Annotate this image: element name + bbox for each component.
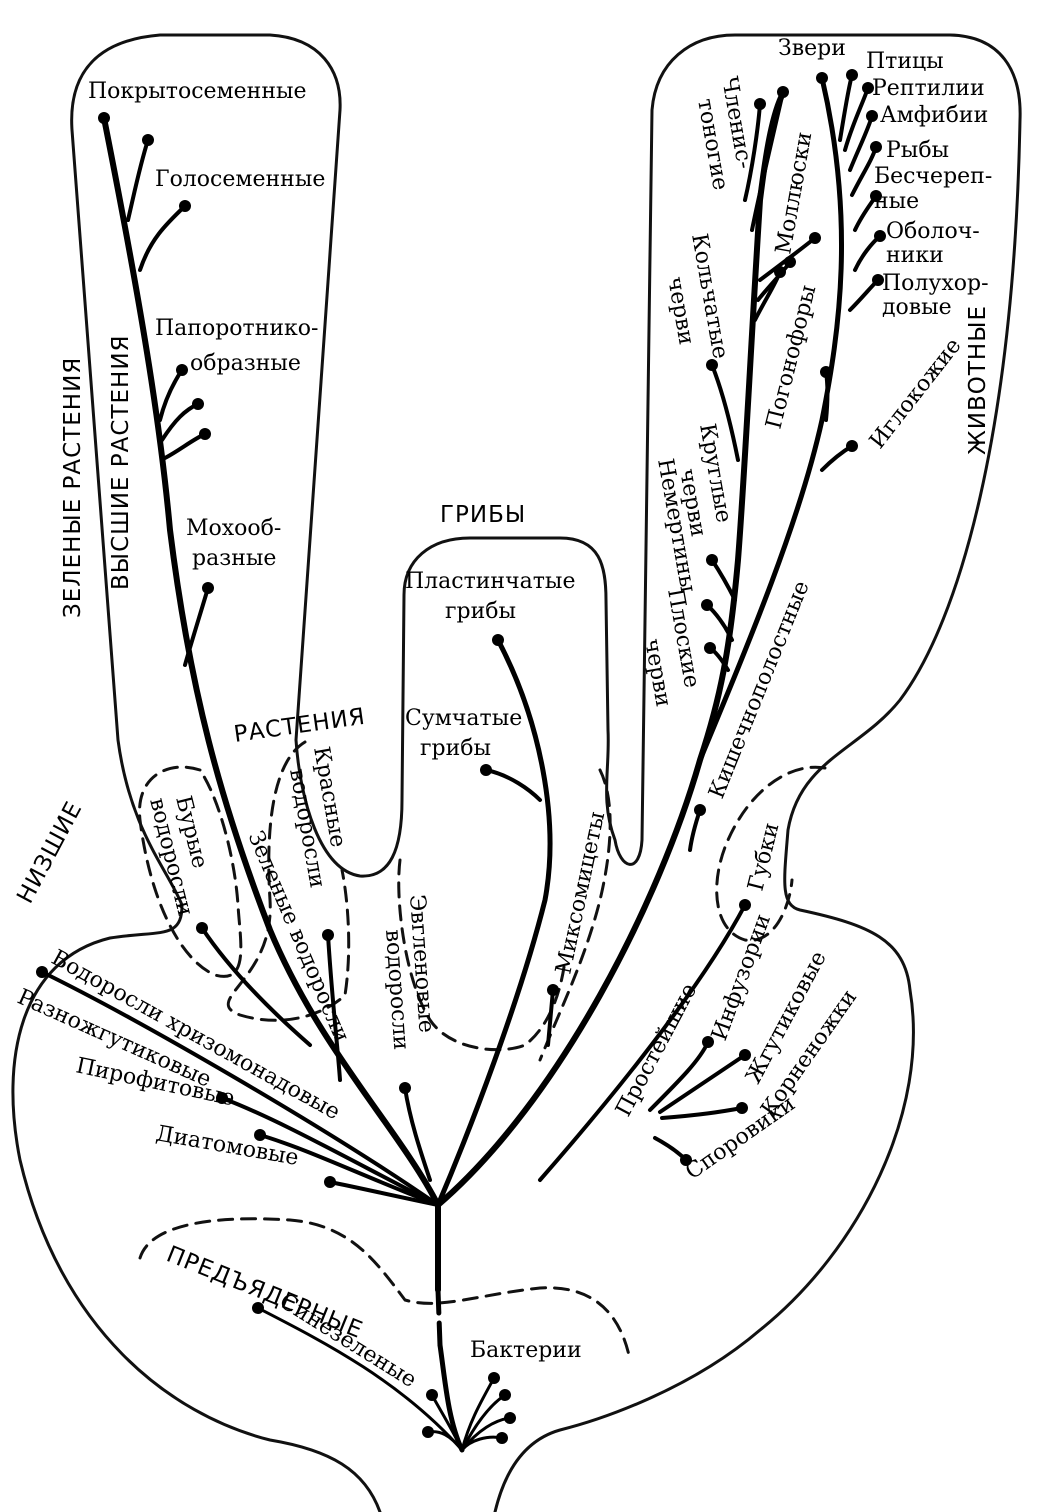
dot-bakterii-1 bbox=[488, 1372, 500, 1384]
dot-krasnye bbox=[322, 929, 334, 941]
label-sumchatye-1: Сумчатые bbox=[405, 706, 522, 731]
dot-mollyuski-1 bbox=[774, 266, 786, 278]
dot-kishechnopolostnye bbox=[694, 804, 706, 816]
label-paporotnik-1: Папоротнико- bbox=[155, 316, 318, 341]
outer-outline bbox=[11, 33, 1022, 1512]
dot-zveri bbox=[816, 72, 828, 84]
branch-end-dots bbox=[36, 69, 886, 1444]
label-polukhordovye-2: довые bbox=[882, 295, 952, 320]
dot-infuzorii bbox=[702, 1036, 714, 1048]
dot-bakterii-4 bbox=[496, 1432, 508, 1444]
label-iglokozhie: Иглокожие bbox=[865, 334, 966, 454]
label-beschereap-1: Бесчереп- bbox=[874, 164, 992, 189]
label-plastinchatye-1: Пластинчатые bbox=[405, 569, 575, 594]
dot-chlenistonogie-2 bbox=[777, 86, 789, 98]
dot-nemertiny bbox=[701, 599, 713, 611]
label-zhivotnye: ЖИВОТНЫЕ bbox=[965, 305, 991, 455]
dot-kornenozhki bbox=[736, 1102, 748, 1114]
label-mokh-2: разные bbox=[192, 546, 276, 571]
dot-beschereap bbox=[870, 190, 882, 202]
dot-mokh bbox=[202, 582, 214, 594]
label-infuzorii: Инфузории bbox=[707, 911, 776, 1044]
label-golosemennye: Голосеменные bbox=[155, 167, 325, 192]
label-ryby: Рыбы bbox=[886, 138, 949, 163]
label-bakterii: Бактерии bbox=[470, 1338, 582, 1363]
dot-paporotnik-3 bbox=[199, 428, 211, 440]
dot-polukhordovye bbox=[872, 274, 884, 286]
label-ptitsy: Птицы bbox=[866, 49, 944, 74]
label-sumchatye-2: грибы bbox=[420, 736, 491, 761]
euglena-region bbox=[397, 858, 567, 1052]
dot-ryby bbox=[870, 141, 882, 153]
label-paporotnik-2: образные bbox=[190, 351, 301, 376]
label-reptilii: Рептилии bbox=[872, 76, 985, 101]
prokaryote-region bbox=[138, 1217, 632, 1362]
label-pokrytosemennye: Покрытосеменные bbox=[88, 79, 307, 104]
dot-reptilii bbox=[862, 82, 874, 94]
label-pogonofory: Погонофоры bbox=[762, 283, 822, 432]
dot-bakterii-3 bbox=[504, 1412, 516, 1424]
label-sinezelenye: Синезеленые bbox=[275, 1289, 421, 1393]
dot-sporoviki bbox=[680, 1154, 692, 1166]
dot-paporotnik-2 bbox=[192, 398, 204, 410]
dot-zhgutikovye bbox=[739, 1049, 751, 1061]
label-plastinchatye-2: грибы bbox=[445, 599, 516, 624]
label-prosteyshie: Простейшие bbox=[611, 979, 702, 1120]
dot-iglokozhie bbox=[846, 440, 858, 452]
dot-evglenovye bbox=[399, 1082, 411, 1094]
dot-sinezelenye-1 bbox=[422, 1426, 434, 1438]
dot-gubki bbox=[739, 899, 751, 911]
label-griby: ГРИБЫ bbox=[440, 502, 526, 528]
label-nizshie: НИЗШИЕ bbox=[12, 797, 87, 908]
label-amfibii: Амфибии bbox=[880, 103, 988, 128]
label-obolochniki-1: Оболоч- bbox=[886, 219, 980, 244]
label-vysshie-rasteniya: ВЫСШИЕ РАСТЕНИЯ bbox=[108, 334, 134, 590]
dot-chlenistonogie bbox=[754, 98, 766, 110]
dot-mollyuski-2 bbox=[784, 256, 796, 268]
dot-golosemennye bbox=[179, 200, 191, 212]
tree-branches bbox=[40, 73, 882, 1453]
dot-pogonofory bbox=[820, 366, 832, 378]
dot-burye bbox=[196, 922, 208, 934]
dot-ptitsy bbox=[846, 69, 858, 81]
dot-sumchatye bbox=[480, 764, 492, 776]
dot-sinezelenye-2 bbox=[426, 1389, 438, 1401]
dot-amfibii bbox=[866, 110, 878, 122]
myxomycetes-region bbox=[538, 768, 612, 1062]
sponge-region bbox=[715, 765, 827, 942]
dot-diatomovye bbox=[324, 1176, 336, 1188]
dot-pokrytosemennye bbox=[98, 112, 110, 124]
label-diatomovye: Диатомовые bbox=[154, 1121, 301, 1171]
dot-pokrytosemennye-2 bbox=[142, 134, 154, 146]
dot-miksomitsety bbox=[547, 984, 559, 996]
dot-pirofitovye bbox=[254, 1129, 266, 1141]
label-zveri: Звери bbox=[778, 36, 846, 61]
dot-bakterii-2 bbox=[499, 1389, 511, 1401]
label-mokh-1: Мохооб- bbox=[186, 516, 281, 541]
dot-khrizomonadovye bbox=[36, 966, 48, 978]
dot-kolchatye bbox=[706, 359, 718, 371]
dot-kruglye bbox=[706, 554, 718, 566]
dot-mollyuski-3 bbox=[809, 232, 821, 244]
label-zelenye-rasteniya: ЗЕЛЕНЫЕ РАСТЕНИЯ bbox=[60, 357, 86, 618]
dot-ploskie bbox=[704, 642, 716, 654]
red-algae-region bbox=[226, 740, 351, 1022]
label-obolochniki-2: ники bbox=[886, 243, 944, 268]
dot-sinezelenye-3 bbox=[252, 1302, 264, 1314]
dot-paporotnik-1 bbox=[176, 364, 188, 376]
label-zelenye-vodorosli: Зеленые водоросли bbox=[242, 828, 354, 1046]
label-beschereap-2: ные bbox=[874, 189, 919, 214]
label-kolchatye-2: черви bbox=[662, 275, 699, 347]
label-gubki: Губки bbox=[744, 820, 785, 893]
dot-obolochniki bbox=[874, 230, 886, 242]
dot-raznozhgutikovye bbox=[216, 1092, 228, 1104]
label-polukhordovye-1: Полухор- bbox=[882, 271, 989, 296]
brown-algae-region bbox=[138, 765, 243, 978]
label-rasteniya: РАСТЕНИЯ bbox=[232, 704, 367, 748]
dot-plastinchatye bbox=[492, 634, 504, 646]
